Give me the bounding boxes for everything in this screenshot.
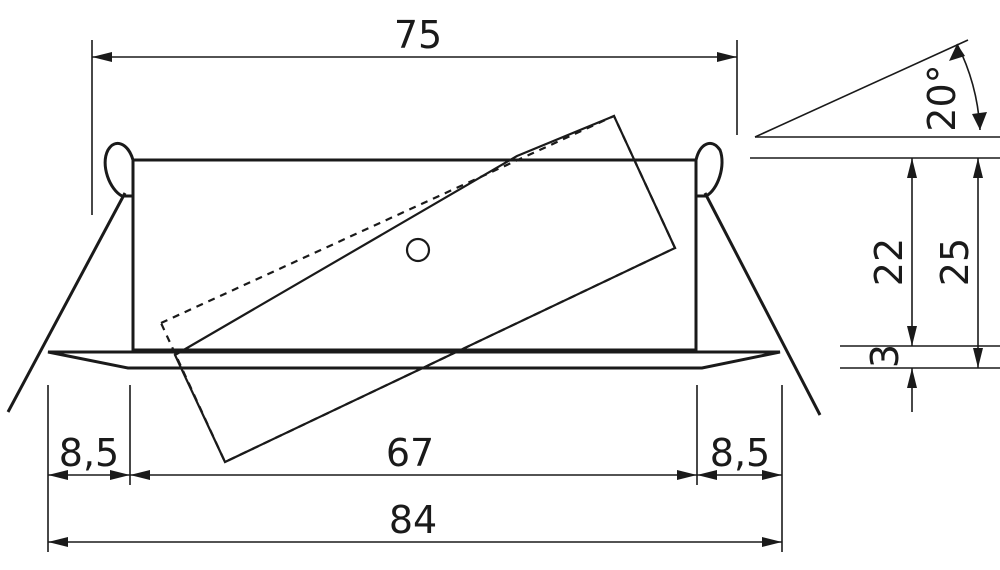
label-total-height: 25 <box>933 238 977 286</box>
tilted-lamp <box>173 114 677 464</box>
left-spring <box>6 192 127 413</box>
dim-bottom-row: 8,5 67 8,5 <box>47 385 783 552</box>
label-inner-width: 67 <box>386 431 434 475</box>
tilted-lamp-hidden <box>159 114 677 464</box>
label-angle: 20° <box>920 64 964 131</box>
pivot-point <box>405 237 431 263</box>
label-total-width: 84 <box>389 498 437 542</box>
flange-plate <box>47 350 781 370</box>
label-inner-height: 22 <box>867 238 911 286</box>
right-clip-loop <box>694 141 724 198</box>
housing-rect <box>131 158 698 352</box>
label-flange-height: 3 <box>863 344 907 368</box>
label-right-margin: 8,5 <box>710 431 770 475</box>
right-spring <box>703 192 822 416</box>
dim-angle: 20° <box>750 39 1000 159</box>
label-left-margin: 8,5 <box>59 431 119 475</box>
left-clip-loop <box>103 141 135 198</box>
dim-right-heights: 22 25 3 <box>840 158 1000 412</box>
label-top-width: 75 <box>394 13 442 57</box>
fixture-body <box>6 114 822 464</box>
dim-top-width: 75 <box>91 13 738 215</box>
dim-total-width: 84 <box>48 498 782 547</box>
